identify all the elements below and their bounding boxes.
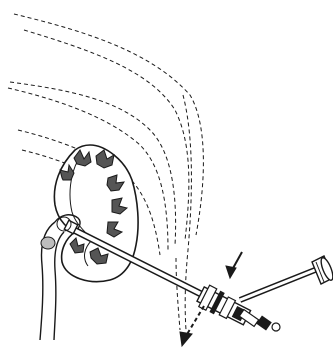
scope-telescope-inner <box>240 268 320 300</box>
arrow-withdraw-shaft <box>186 306 204 336</box>
arrow-withdraw-head <box>180 332 192 346</box>
scope-side-port <box>239 310 280 331</box>
arrow-insert-head <box>226 266 236 278</box>
kidney-stone <box>41 237 55 249</box>
nephroscope-eyepiece <box>312 256 333 284</box>
tissue-layer-8 <box>176 258 180 330</box>
tissue-layer-7 <box>183 95 191 330</box>
